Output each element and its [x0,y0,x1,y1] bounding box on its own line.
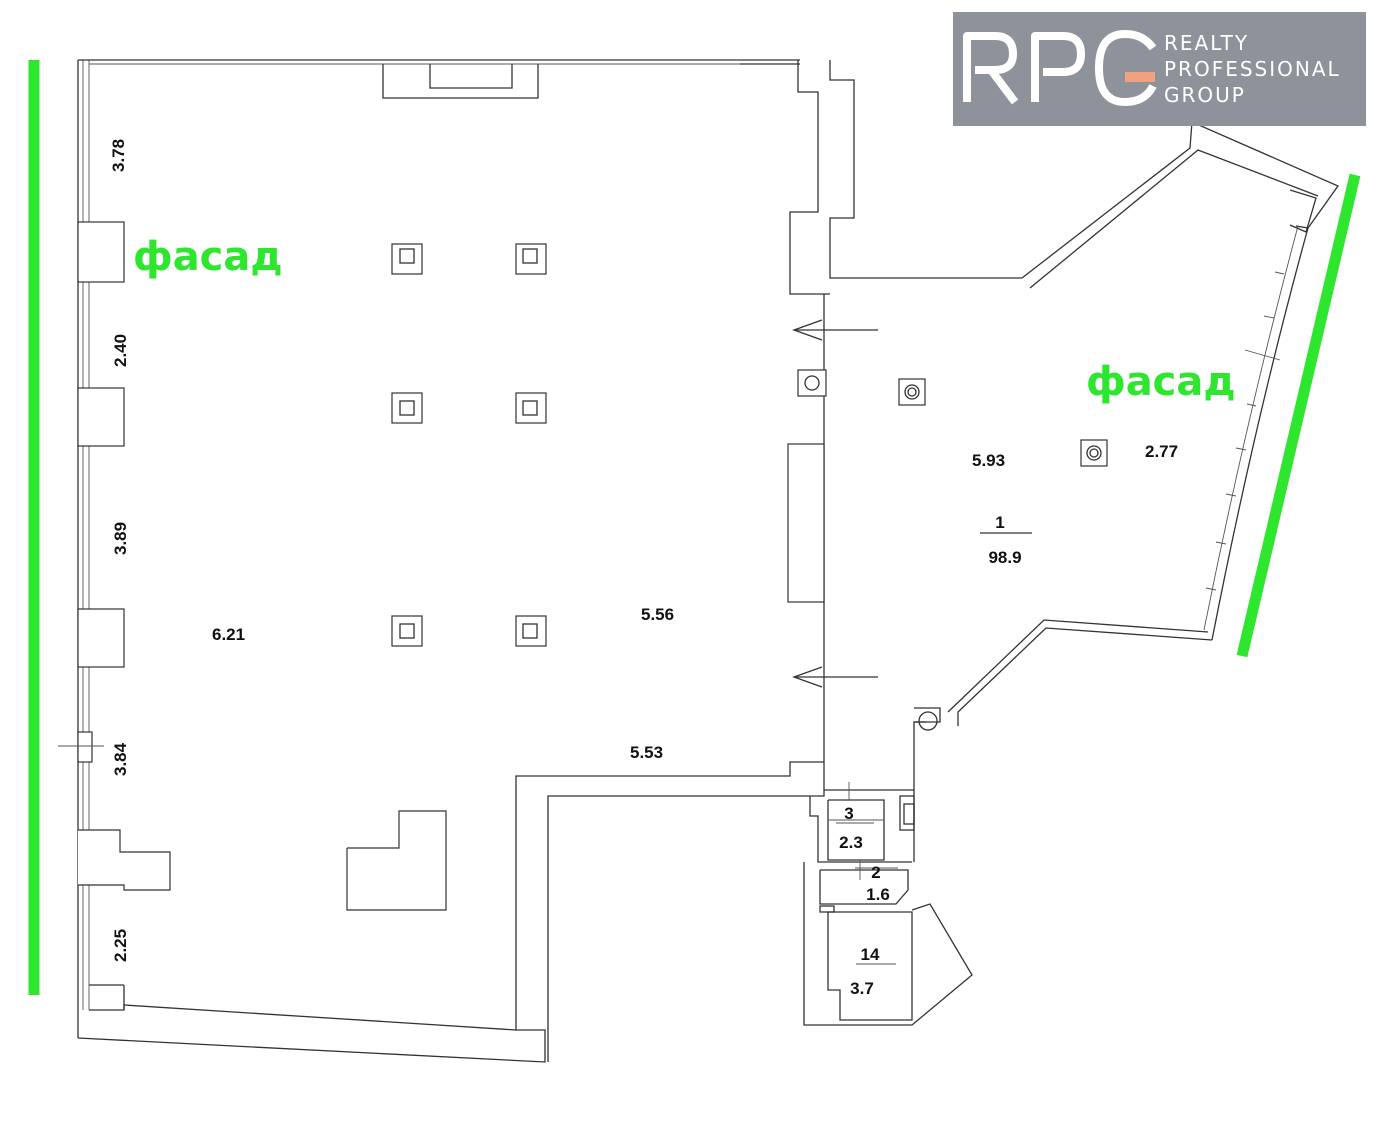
facade-label-right: фасад [1086,359,1236,405]
rpg-logo: REALTY PROFESSIONAL GROUP [953,12,1366,126]
room-3-area: 2.3 [839,833,863,852]
right-hall-walls [898,121,1339,726]
dimension-277: 2.77 [1145,442,1178,461]
room-1-number: 1 [995,513,1004,532]
rpg-logo-mark [963,29,1157,107]
dimension-553: 5.53 [630,743,663,762]
room-3-number: 3 [844,804,853,823]
logo-line-3: GROUP [1164,83,1246,107]
dimension-593: 5.93 [972,451,1005,470]
dimension-556: 5.56 [641,605,674,624]
dimension-240: 2.40 [111,334,130,367]
room-2-area: 1.6 [866,885,890,904]
room-14-number: 14 [861,945,880,964]
room-2-number: 2 [871,863,880,882]
dimension-378: 3.78 [109,139,128,172]
logo-line-2: PROFESSIONAL [1164,57,1341,81]
left-hall-walls [58,59,1022,1063]
dimension-389: 3.89 [111,522,130,555]
small-rooms-walls [803,707,973,1026]
facade-line-right [1236,173,1361,658]
logo-line-1: REALTY [1164,31,1250,55]
dimension-621: 6.21 [212,625,245,644]
room-1-area: 98.9 [988,548,1021,567]
dimension-384: 3.84 [111,742,130,776]
facade-label-left: фасад [133,234,283,280]
room-14-area: 3.7 [850,979,874,998]
dimension-225: 2.25 [111,929,130,962]
